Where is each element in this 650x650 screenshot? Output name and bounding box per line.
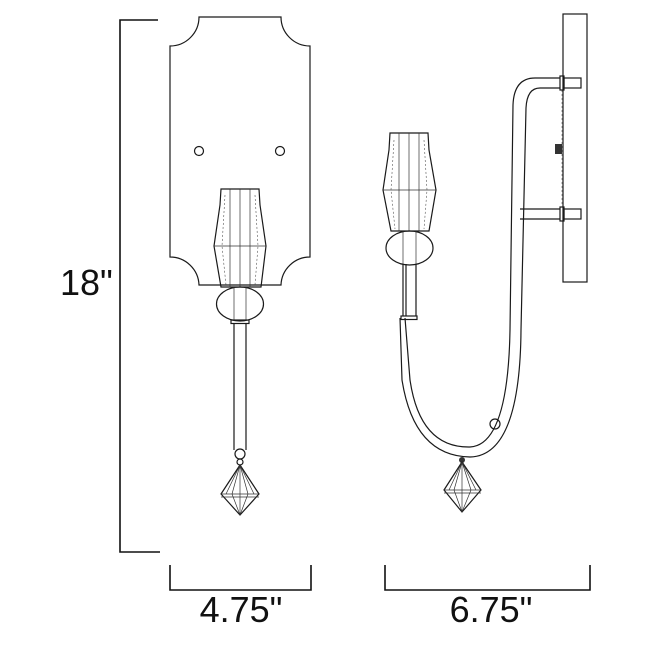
front-ball-end bbox=[234, 448, 246, 460]
height-label: 18" bbox=[60, 262, 113, 303]
side-collar bbox=[400, 315, 418, 321]
side-view bbox=[382, 13, 588, 513]
front-view bbox=[169, 16, 311, 516]
lower-bracket bbox=[520, 208, 560, 220]
mounting-hole-left bbox=[193, 145, 205, 157]
front-ball bbox=[215, 286, 265, 322]
bolt-bottom bbox=[559, 206, 582, 222]
side-depth-label: 6.75" bbox=[450, 589, 533, 630]
height-dimension-line bbox=[119, 19, 160, 553]
side-arm bbox=[399, 77, 560, 458]
front-backplate bbox=[169, 16, 311, 286]
side-depth-dimension-line bbox=[384, 565, 591, 591]
front-shade bbox=[213, 188, 267, 288]
side-rod bbox=[402, 264, 417, 316]
bolt-top bbox=[559, 75, 582, 91]
arm-joint bbox=[489, 418, 501, 430]
side-ball bbox=[385, 230, 434, 266]
front-collar bbox=[230, 319, 250, 325]
mounting-hole-right bbox=[274, 145, 286, 157]
front-width-dimension-line bbox=[169, 565, 312, 591]
set-screw-icon bbox=[555, 144, 562, 154]
side-hook bbox=[459, 457, 465, 463]
front-crystal-pendant bbox=[220, 463, 260, 516]
side-shade bbox=[382, 132, 437, 232]
front-rod bbox=[233, 323, 247, 450]
side-backplate bbox=[562, 13, 588, 283]
side-crystal-pendant bbox=[443, 460, 482, 513]
front-width-label: 4.75" bbox=[200, 589, 283, 630]
